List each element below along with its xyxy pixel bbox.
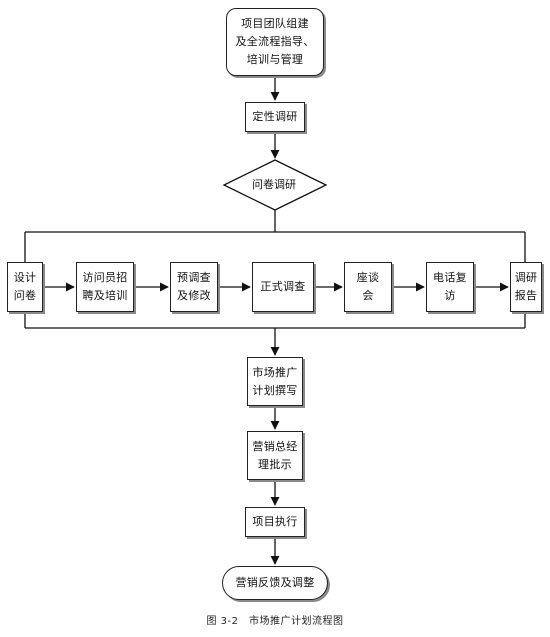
step-pilot-survey: 预调查 及修改: [170, 262, 218, 312]
step-recruit-interviewers: 访问员招 聘及培训: [76, 262, 134, 312]
start-node-team-setup: 项目团队组建 及全流程指导、 培训与管理: [226, 8, 324, 76]
figure-caption: 图 3-2 市场推广计划流程图: [206, 616, 344, 627]
node-project-execution: 项目执行: [245, 507, 305, 537]
decision-label-questionnaire: 问卷调研: [252, 178, 296, 191]
step-formal-survey: 正式调查: [252, 262, 314, 312]
node-qualitative-research: 定性调研: [245, 102, 305, 132]
end-node-feedback: 营销反馈及调整: [222, 566, 328, 600]
step-research-report: 调研 报告: [510, 262, 542, 312]
node-marketing-plan: 市场推广 计划撰写: [247, 357, 303, 406]
step-phone-revisit: 电话复 访: [426, 262, 474, 312]
step-design-questionnaire: 设计 问卷: [7, 262, 43, 312]
node-gm-approval: 营销总经 理批示: [247, 431, 303, 480]
step-focus-group: 座谈 会: [344, 262, 392, 312]
